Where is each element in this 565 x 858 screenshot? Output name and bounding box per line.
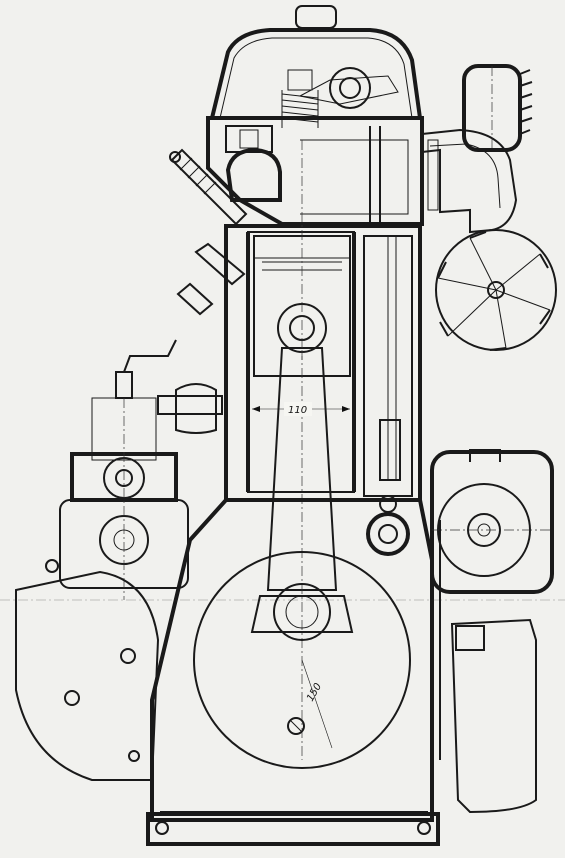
crankcase <box>146 498 440 846</box>
camshaft <box>366 495 410 556</box>
spark-plug-lower <box>115 242 246 399</box>
dimension-annotations: 110 150 <box>252 402 350 749</box>
generator <box>430 449 554 594</box>
cooling-fan <box>435 229 557 351</box>
bore-dimension-label: 110 <box>288 405 307 416</box>
distributor <box>59 397 189 600</box>
oil-filler-cap <box>295 5 337 29</box>
connecting-rod <box>266 347 338 760</box>
block-mount <box>157 383 223 434</box>
oil-filter-bracket <box>439 520 537 814</box>
spark-plug-upper <box>169 148 248 226</box>
rocker-assembly <box>281 67 399 128</box>
valve-cover <box>210 28 422 119</box>
air-filter <box>462 64 533 152</box>
timing-cover <box>15 559 160 781</box>
exhaust-manifold <box>421 128 518 234</box>
crank-radius-label: 150 <box>305 681 324 703</box>
